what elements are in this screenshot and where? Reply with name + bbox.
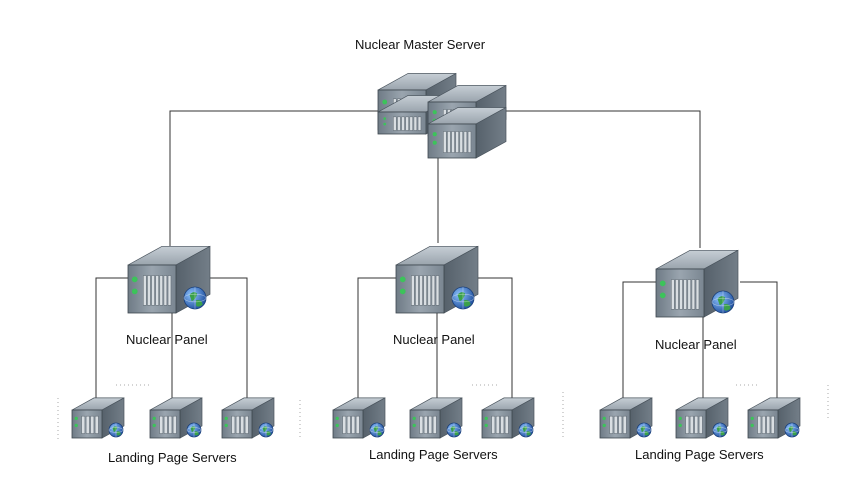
globe-icon-panel-2 bbox=[451, 286, 475, 310]
nuclear-panel-label-3: Nuclear Panel bbox=[655, 337, 737, 352]
globe-icon-landing-2-3 bbox=[518, 422, 534, 438]
panel-2-to-landing-lines bbox=[622, 281, 656, 400]
landing-page-servers bbox=[71, 397, 801, 439]
globe-icon-landing-3-2 bbox=[712, 422, 728, 438]
panel-1-right-drop bbox=[478, 277, 513, 398]
master-to-panel-right-line bbox=[505, 110, 701, 248]
globe-icon-landing-1-3 bbox=[258, 422, 274, 438]
globe-icon-landing-3-1 bbox=[636, 422, 652, 438]
master-server-unit-4 bbox=[427, 106, 507, 159]
panel-0-to-landing-lines bbox=[95, 277, 128, 400]
master-server-stack-icon bbox=[377, 72, 507, 159]
landing-server-icon-2-2 bbox=[409, 397, 463, 439]
dotted-artifacts bbox=[57, 384, 829, 440]
globe-icon-landing-2-1 bbox=[369, 422, 385, 438]
globe-icon-panel-3 bbox=[711, 290, 735, 314]
landing-server-icon-1-2 bbox=[149, 397, 203, 439]
panel-2-right-drop bbox=[740, 281, 778, 398]
panel-0-right-drop bbox=[210, 277, 248, 398]
nuclear-panel-label-2: Nuclear Panel bbox=[393, 332, 475, 347]
master-to-panel-left-line bbox=[169, 110, 378, 246]
globe-icon-landing-1-1 bbox=[108, 422, 124, 438]
globe-icon-landing-2-2 bbox=[446, 422, 462, 438]
landing-servers-label-2: Landing Page Servers bbox=[369, 447, 498, 462]
landing-servers-label-1: Landing Page Servers bbox=[108, 450, 237, 465]
connector-lines bbox=[95, 110, 778, 400]
panel-servers bbox=[127, 245, 739, 318]
landing-server-icon-2-1 bbox=[332, 397, 386, 439]
landing-servers-label-3: Landing Page Servers bbox=[635, 447, 764, 462]
master-server-label: Nuclear Master Server bbox=[355, 37, 486, 52]
panel-server-icon-2 bbox=[395, 245, 479, 314]
globe-icon-landing-1-2 bbox=[186, 422, 202, 438]
globe-icon-panel-1 bbox=[183, 286, 207, 310]
panel-1-to-landing-lines bbox=[357, 277, 396, 400]
globe-icon-landing-3-3 bbox=[784, 422, 800, 438]
landing-server-icon-2-3 bbox=[481, 397, 535, 439]
nuclear-panel-label-1: Nuclear Panel bbox=[126, 332, 208, 347]
